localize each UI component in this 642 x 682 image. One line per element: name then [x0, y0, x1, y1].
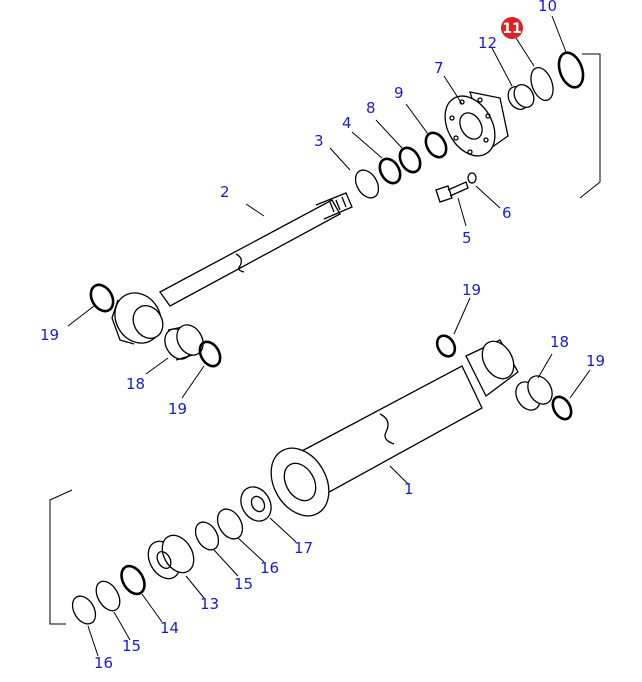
- ring-8[interactable]: [396, 144, 425, 176]
- label-part-9: 9: [394, 84, 404, 102]
- label-part-19-bottom: 19: [168, 400, 187, 418]
- label-part-16-lower: 16: [94, 654, 113, 672]
- label-part-1: 1: [404, 480, 414, 498]
- ring-19-lower-top[interactable]: [434, 332, 459, 359]
- highlight-marker-11[interactable]: [501, 17, 523, 39]
- bolt-5[interactable]: [435, 181, 469, 203]
- seal-11[interactable]: [527, 65, 557, 104]
- label-part-8: 8: [366, 99, 376, 117]
- leader-lines: [67, 15, 591, 657]
- ring-16-upper[interactable]: [212, 505, 247, 544]
- label-part-11[interactable]: 11: [502, 21, 521, 37]
- washer-6[interactable]: [467, 172, 477, 184]
- piston-13[interactable]: [142, 530, 200, 585]
- bushing-18-upper[interactable]: [160, 320, 209, 364]
- label-part-4: 4: [342, 114, 352, 132]
- label-part-2: 2: [220, 183, 230, 201]
- label-part-16-upper: 16: [260, 559, 279, 577]
- bushing-12[interactable]: [504, 81, 538, 113]
- label-part-19-top: 19: [462, 281, 481, 299]
- label-part-7: 7: [434, 59, 444, 77]
- ring-19-upper-right[interactable]: [196, 338, 225, 370]
- label-part-10: 10: [538, 0, 557, 15]
- bracket-upper-right: [579, 53, 601, 199]
- cylinder-tube[interactable]: [259, 336, 520, 526]
- label-part-19-left: 19: [40, 326, 59, 344]
- label-part-19-right: 19: [586, 352, 605, 370]
- ring-15-upper[interactable]: [191, 518, 223, 554]
- label-part-5: 5: [462, 229, 472, 247]
- ring-4[interactable]: [376, 155, 405, 187]
- label-part-6: 6: [502, 204, 512, 222]
- ring-16-lower[interactable]: [68, 592, 100, 628]
- label-part-18-lower: 18: [550, 333, 569, 351]
- cylinder-head[interactable]: [435, 87, 509, 164]
- bracket-lower-left: [49, 489, 73, 625]
- ring-19-lower-right[interactable]: [549, 394, 575, 423]
- bushing-18-lower[interactable]: [511, 372, 557, 415]
- ring-9[interactable]: [422, 129, 451, 161]
- nut-17[interactable]: [235, 481, 277, 526]
- ring-15-lower[interactable]: [91, 577, 124, 615]
- piston-rod[interactable]: [106, 192, 353, 352]
- label-part-15-upper: 15: [234, 575, 253, 593]
- label-part-13: 13: [200, 595, 219, 613]
- ring-19-upper-left[interactable]: [86, 281, 117, 315]
- label-part-18-upper: 18: [126, 375, 145, 393]
- ring-14[interactable]: [117, 562, 149, 598]
- label-part-3: 3: [314, 132, 324, 150]
- ring-10[interactable]: [555, 49, 588, 90]
- label-part-15-lower: 15: [122, 637, 141, 655]
- label-part-12: 12: [478, 34, 497, 52]
- label-part-14: 14: [160, 619, 179, 637]
- label-part-17: 17: [294, 539, 313, 557]
- ring-3[interactable]: [351, 166, 383, 202]
